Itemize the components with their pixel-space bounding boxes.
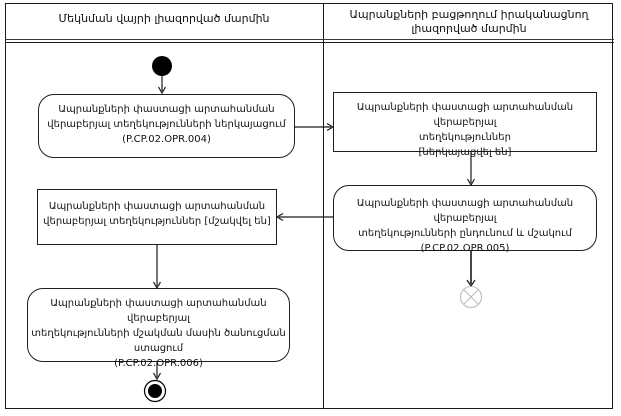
action-code: (P.CP.02.OPR.004) — [122, 134, 211, 145]
header-underline-top — [5, 39, 614, 40]
object-text-line: Ապրանքների փաստացի արտահանման վերաբերյալ — [356, 102, 574, 128]
action-text-line: Ապրանքների փաստացի արտահանման — [58, 104, 275, 115]
action-text-line: ստացում — [133, 343, 184, 354]
faded-illegible-text: ·—··—·—·· — [437, 24, 501, 34]
object-export-info-processed: Ապրանքների փաստացի արտահանման վերաբերյալ… — [37, 189, 277, 245]
swimlane-divider — [323, 3, 324, 409]
object-state-label: վերաբերյալ տեղեկություններ [մշակվել են] — [43, 216, 271, 227]
action-text-line: Ապրանքների փաստացի արտահանման վերաբերյալ — [50, 298, 267, 324]
action-text-line: Ապրանքների փաստացի արտահանման վերաբերյալ — [356, 198, 574, 224]
action-code: (P.CP.02.OPR.006) — [114, 358, 203, 369]
object-text-line: տեղեկություններ — [419, 132, 511, 143]
diagram-border — [5, 3, 613, 409]
object-state-label: [ներկայացվել են] — [418, 147, 512, 158]
action-receive-processing-notification: Ապրանքների փաստացի արտահանման վերաբերյալ… — [27, 288, 290, 369]
lane-title-release-authority: Ապրանքների բացթողում իրականացնող լիազորվ… — [349, 8, 589, 35]
action-text-line: տեղեկությունների ընդունում և մշակում — [358, 228, 572, 239]
action-text-line: վերաբերյալ տեղեկությունների ներկայացում — [47, 119, 286, 130]
action-text-line: տեղեկությունների մշակման մասին ծանուցման — [31, 328, 286, 339]
object-export-info-submitted: Ապրանքների փաստացի արտահանման վերաբերյալ… — [333, 92, 597, 158]
action-receive-process-export-info: Ապրանքների փաստացի արտահանման վերաբերյալ… — [333, 185, 597, 254]
action-code: (P.CP.02.OPR.005) — [420, 243, 510, 254]
lane-title-departure-authority: Մեկնման վայրի լիազորված մարմին — [58, 12, 270, 25]
action-submit-export-info: Ապրանքների փաստացի արտահանման վերաբերյալ… — [38, 94, 295, 158]
object-text-line: Ապրանքների փաստացի արտահանման — [48, 201, 266, 212]
header-underline-bottom — [5, 42, 614, 43]
